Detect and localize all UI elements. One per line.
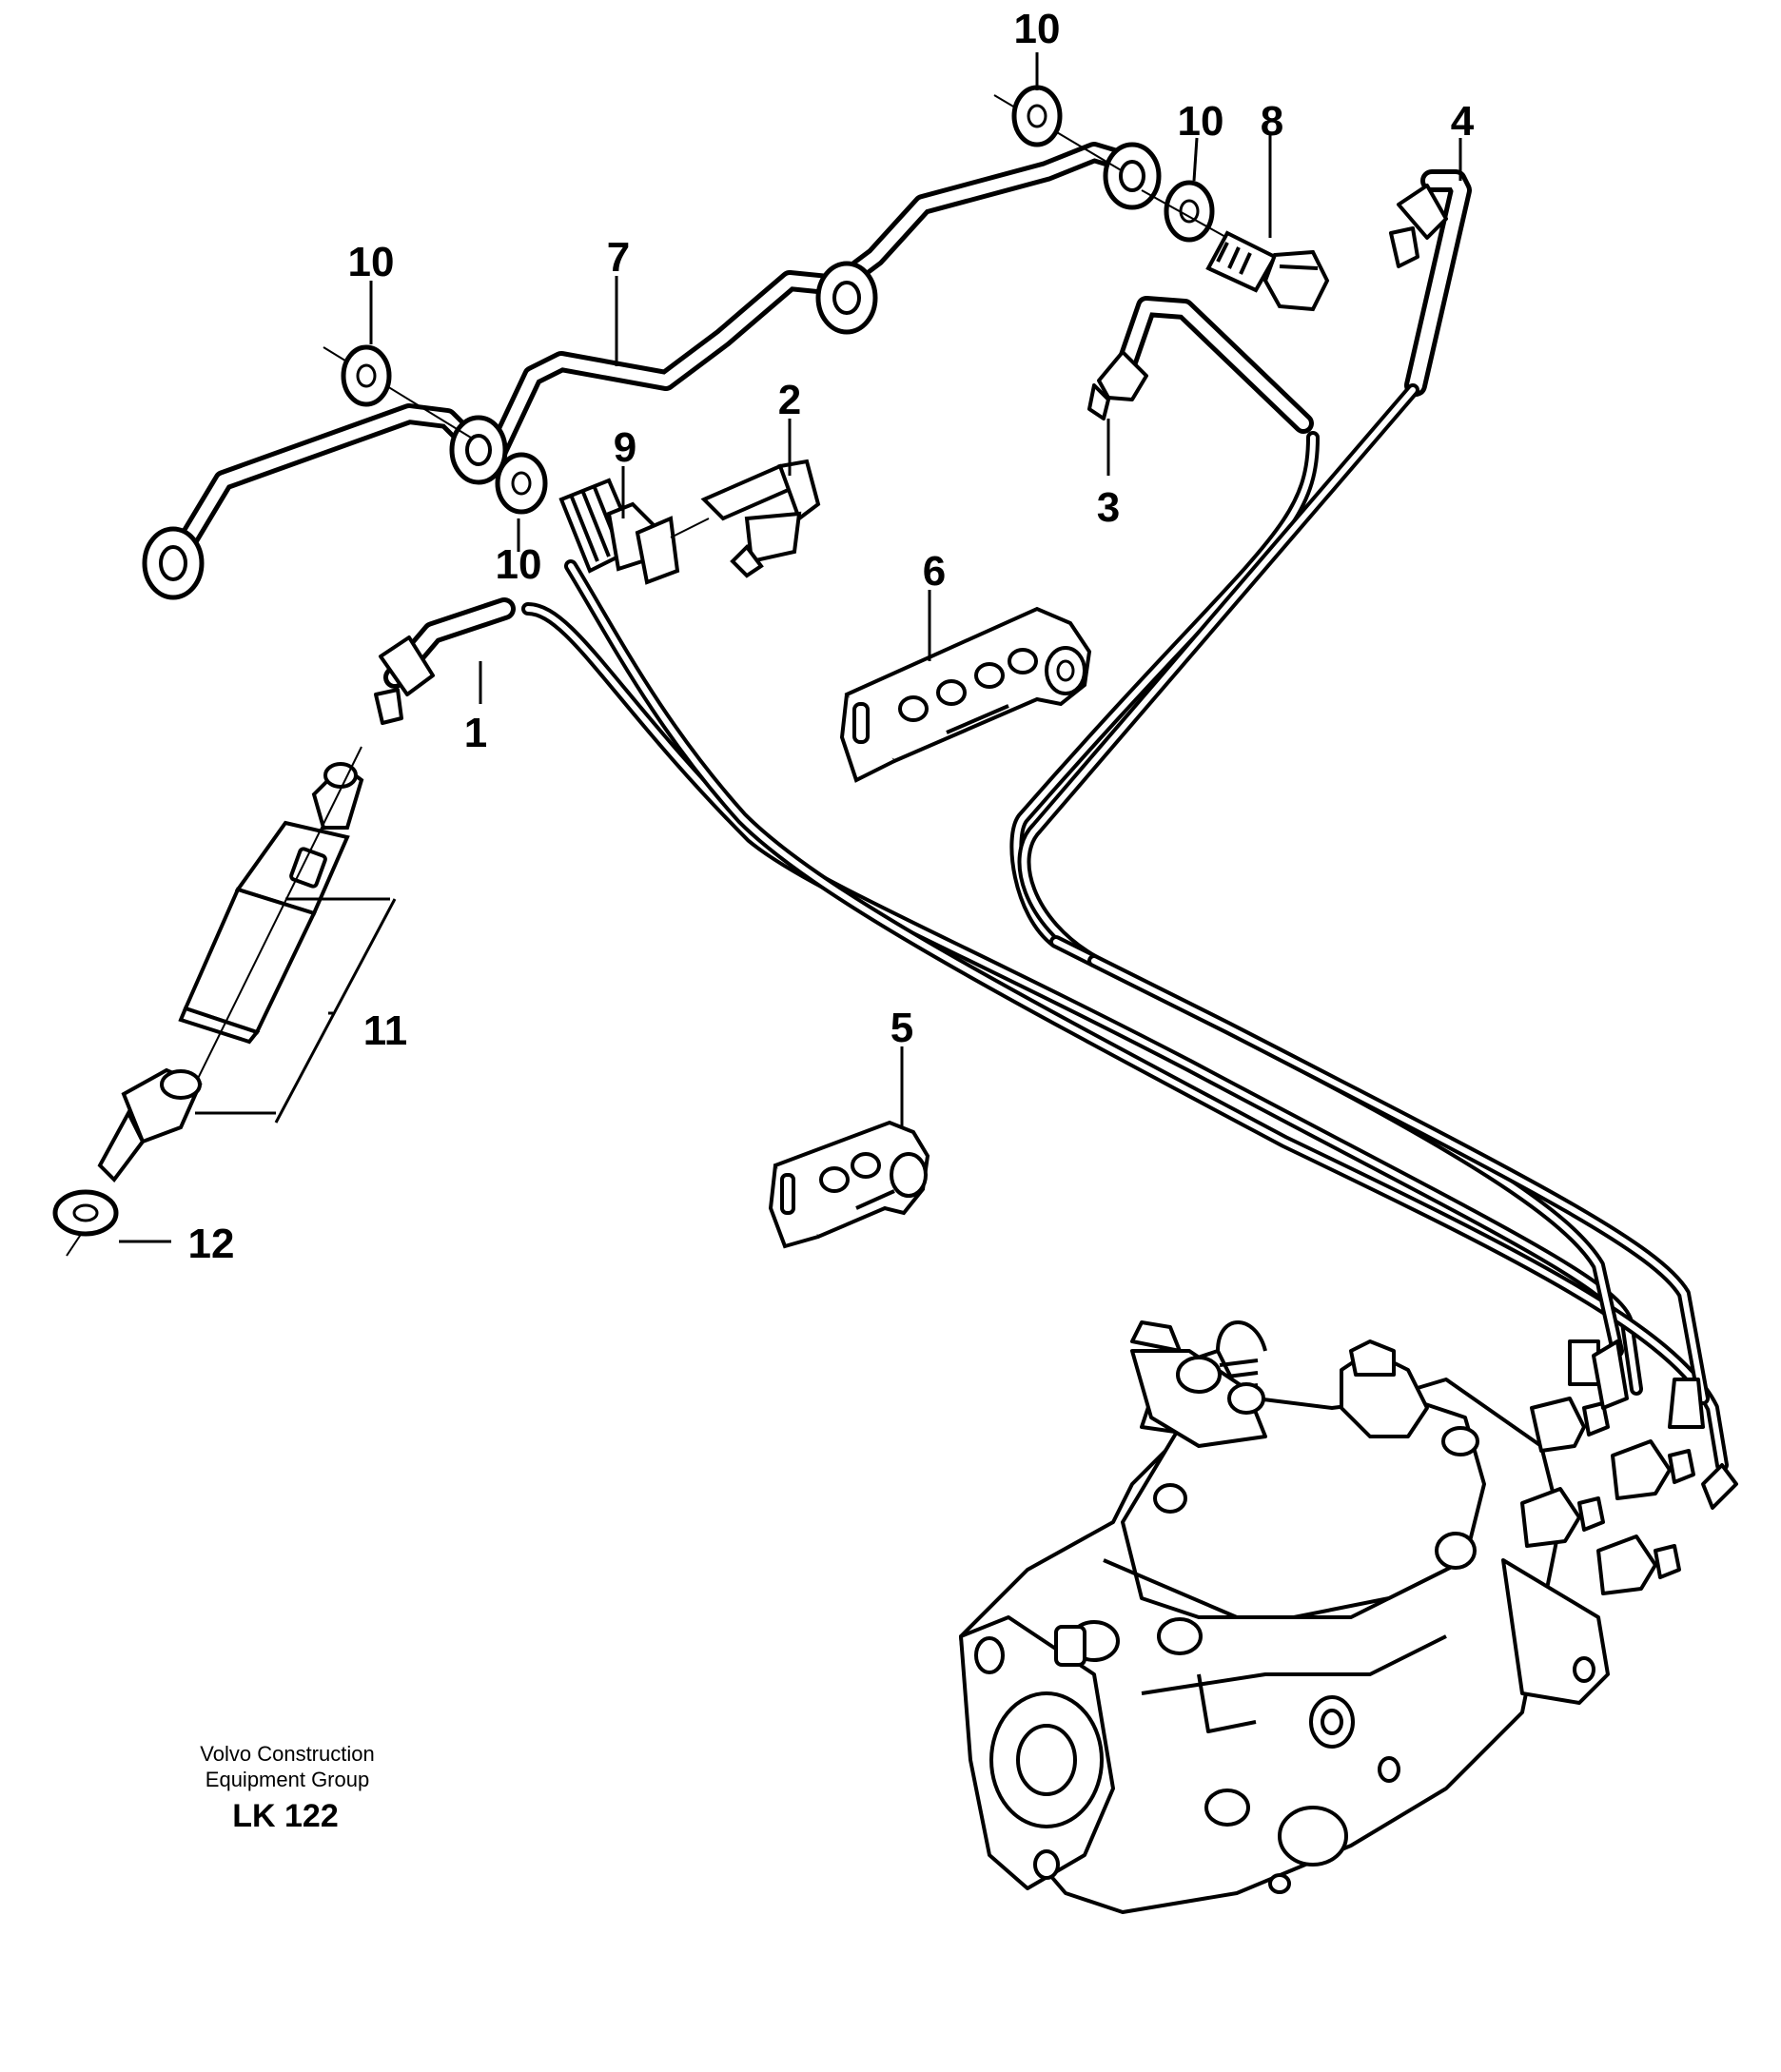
callout-7: 7 <box>607 234 630 281</box>
callout-11: 11 <box>363 1007 408 1054</box>
connector-9 <box>558 478 710 585</box>
callout-8: 8 <box>1261 98 1283 145</box>
callout-3: 3 <box>1097 484 1120 531</box>
washer-10-mid <box>495 452 548 515</box>
washer-10-right <box>1164 180 1215 243</box>
washer-12 <box>52 1189 119 1257</box>
washer-10-left <box>323 344 472 439</box>
callout-10-mid: 10 <box>496 541 542 588</box>
clamp-5 <box>768 1120 930 1249</box>
clamp-6 <box>839 606 1092 783</box>
callout-1: 1 <box>464 710 487 756</box>
callout-12: 12 <box>188 1221 235 1267</box>
injector-11 <box>97 746 397 1183</box>
drawing-code: LK 122 <box>232 1798 339 1834</box>
callout-9: 9 <box>614 424 636 471</box>
company-name-line1: Volvo Construction <box>200 1742 374 1766</box>
pipe-1 <box>374 559 1729 1472</box>
callout-2: 2 <box>778 377 801 423</box>
callout-5: 5 <box>890 1005 913 1051</box>
callout-labels: 10 10 8 4 10 7 2 9 3 10 6 1 5 11 12 <box>188 6 1475 1267</box>
callout-10-top: 10 <box>1014 6 1061 52</box>
footer-block: Volvo Construction Equipment Group LK 12… <box>200 1742 374 1834</box>
injection-pump <box>959 1320 1738 1914</box>
callout-10-left: 10 <box>348 239 395 285</box>
company-name-line2: Equipment Group <box>206 1768 369 1791</box>
leader-lines <box>119 52 1462 1243</box>
callout-10-right: 10 <box>1178 98 1224 145</box>
callout-6: 6 <box>923 548 946 595</box>
banjo-bolt-8 <box>1141 189 1330 312</box>
callout-4: 4 <box>1451 98 1475 145</box>
